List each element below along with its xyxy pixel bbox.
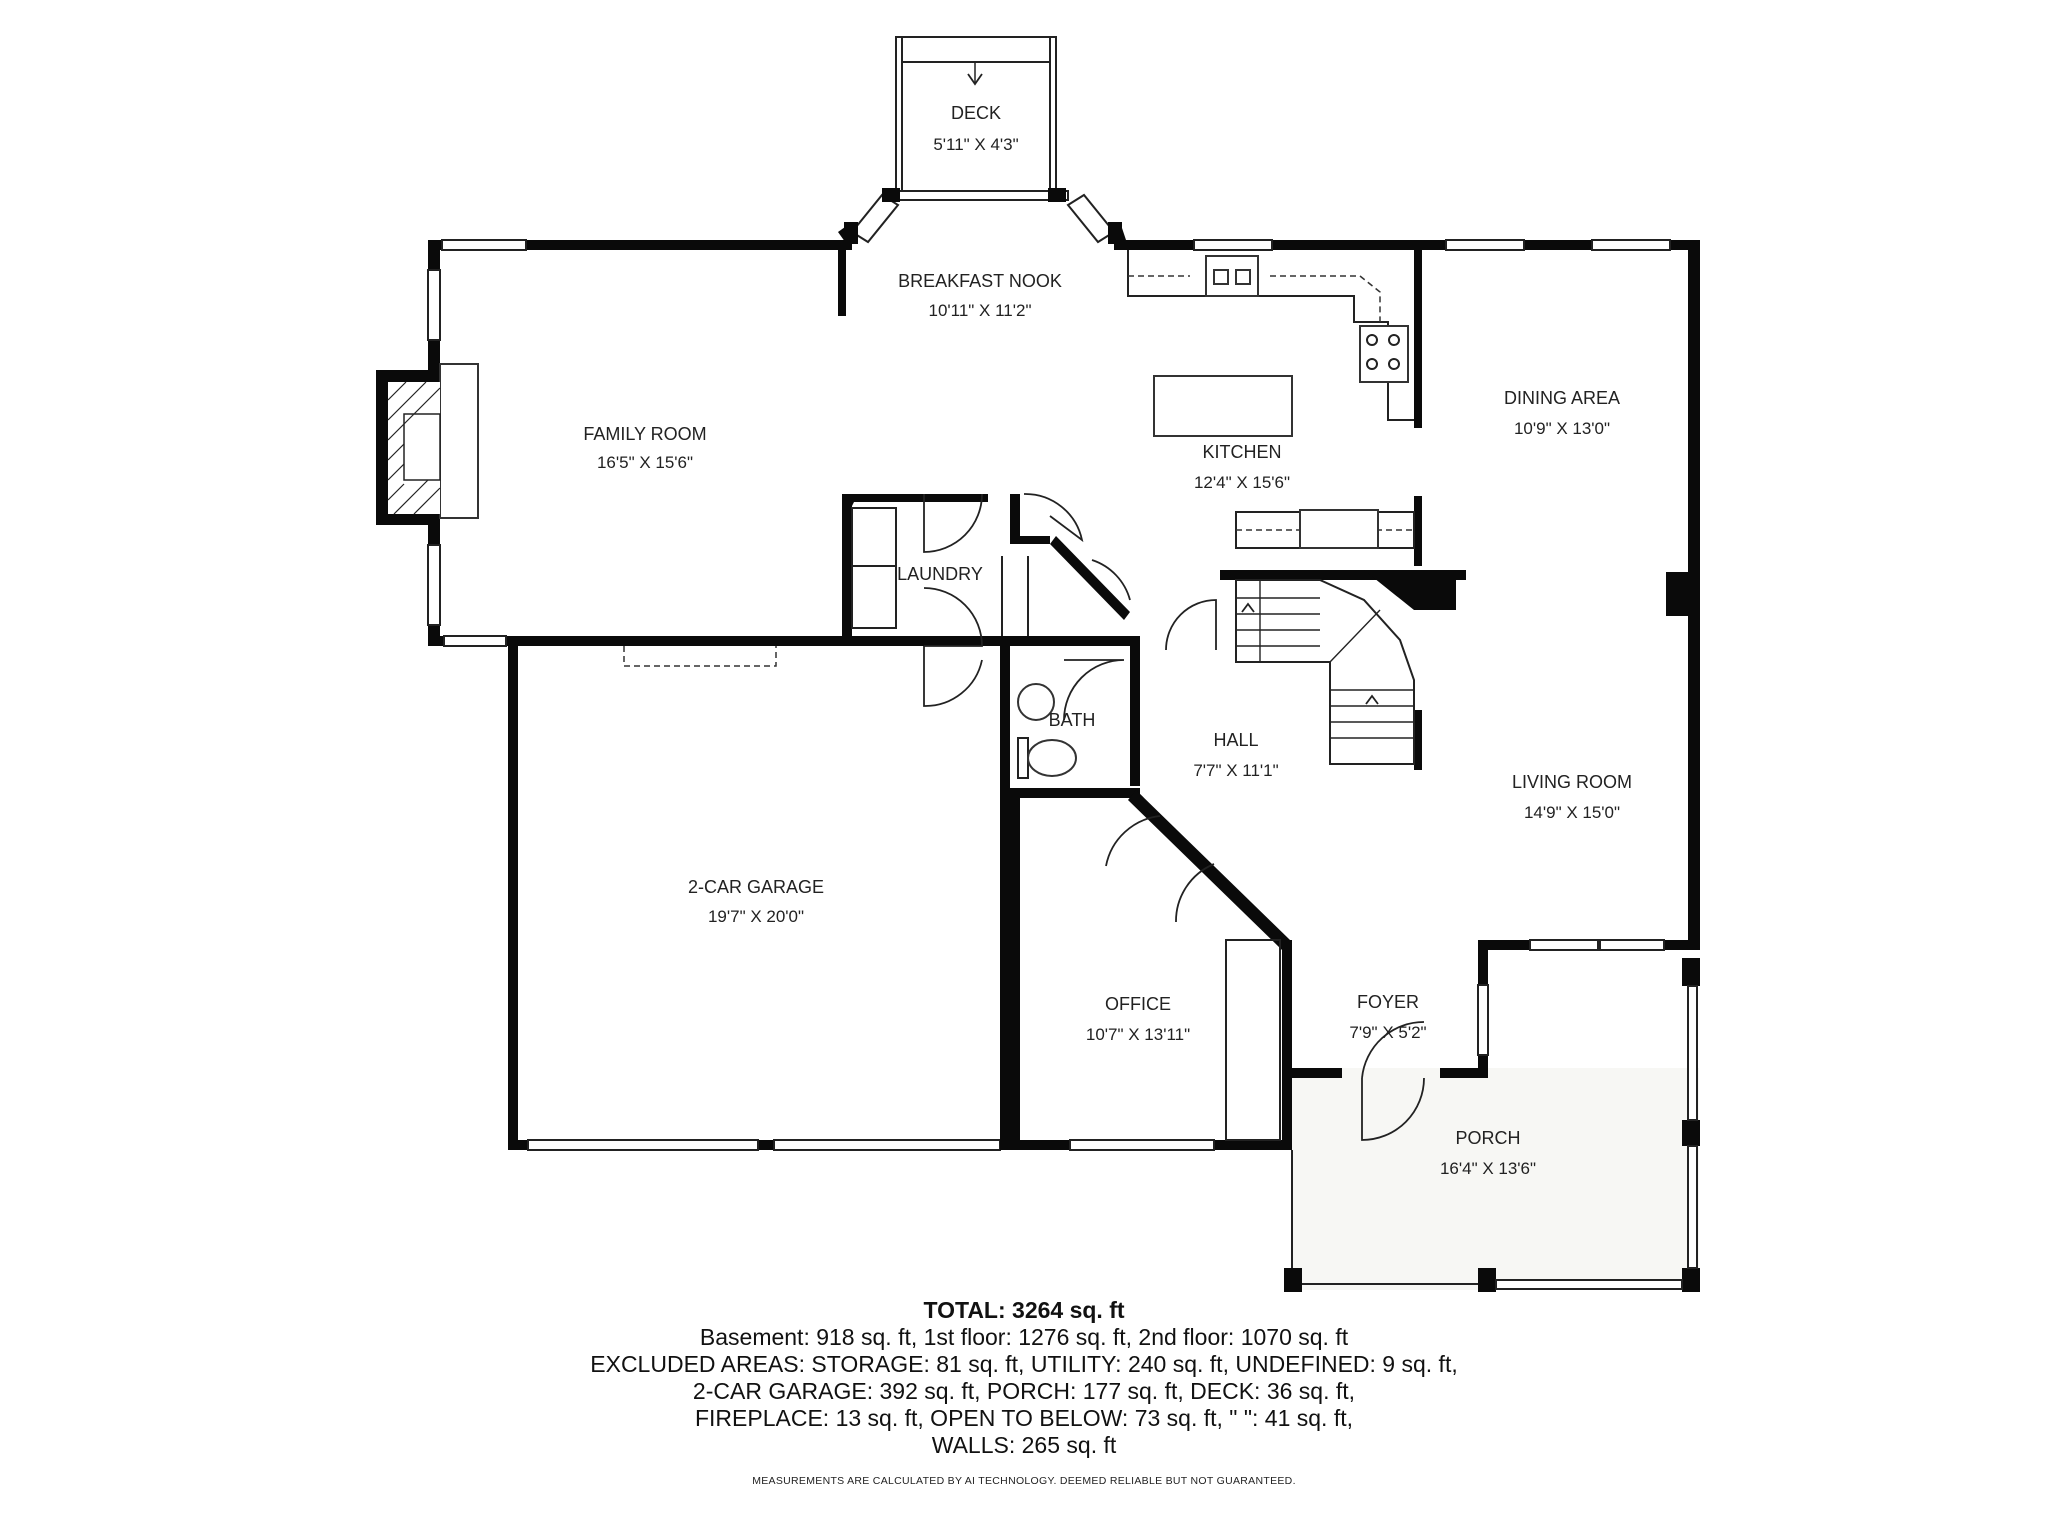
family-room-dims: 16'5" X 15'6" <box>597 453 693 472</box>
doors <box>923 493 1425 1141</box>
walls <box>376 239 1700 1151</box>
laundry-fixtures <box>851 507 1029 636</box>
office-name: OFFICE <box>1105 994 1171 1014</box>
kitchen-name: KITCHEN <box>1202 442 1281 462</box>
bay-window <box>838 188 1128 250</box>
garage-shelf <box>623 646 777 667</box>
living-room-dims: 14'9" X 15'0" <box>1524 803 1620 822</box>
floor-plan: DECK 5'11" X 4'3" BREAKFAST NOOK 10'11" … <box>376 36 1700 1292</box>
garage-dims: 19'7" X 20'0" <box>708 907 804 926</box>
breakfast-nook-dims: 10'11" X 11'2" <box>928 301 1031 320</box>
hall-name: HALL <box>1213 730 1258 750</box>
summary-line-1: Basement: 918 sq. ft, 1st floor: 1276 sq… <box>699 1324 1349 1350</box>
dining-area-name: DINING AREA <box>1504 388 1620 408</box>
family-room-name: FAMILY ROOM <box>583 424 706 444</box>
summary-line-2: EXCLUDED AREAS: STORAGE: 81 sq. ft, UTIL… <box>590 1351 1458 1377</box>
bath-fixtures <box>1017 683 1077 779</box>
deck-name: DECK <box>951 103 1001 123</box>
stairs <box>1220 570 1466 765</box>
porch-name: PORCH <box>1455 1128 1520 1148</box>
office-dims: 10'7" X 13'11" <box>1086 1025 1190 1044</box>
kitchen-dims: 12'4" X 15'6" <box>1194 473 1290 492</box>
foyer-name: FOYER <box>1357 992 1419 1012</box>
porch-posts <box>1284 958 1700 1292</box>
porch-floor <box>1292 1068 1699 1290</box>
breakfast-nook-name: BREAKFAST NOOK <box>898 271 1062 291</box>
dining-area-dims: 10'9" X 13'0" <box>1514 419 1610 438</box>
laundry-name: LAUNDRY <box>897 564 983 584</box>
foyer-dims: 7'9" X 5'2" <box>1349 1023 1426 1042</box>
office-closet <box>1225 939 1281 1141</box>
summary-line-4: FIREPLACE: 13 sq. ft, OPEN TO BELOW: 73 … <box>694 1405 1354 1431</box>
deck-dims: 5'11" X 4'3" <box>933 135 1018 154</box>
living-room-name: LIVING ROOM <box>1512 772 1632 792</box>
hall-dims: 7'7" X 11'1" <box>1193 761 1278 780</box>
garage-name: 2-CAR GARAGE <box>688 877 824 897</box>
bath-name: BATH <box>1049 710 1096 730</box>
disclaimer: MEASUREMENTS ARE CALCULATED BY AI TECHNO… <box>752 1475 1296 1487</box>
area-summary: TOTAL: 3264 sq. ft Basement: 918 sq. ft,… <box>0 1296 2048 1487</box>
room-labels: DECK 5'11" X 4'3" BREAKFAST NOOK 10'11" … <box>583 103 1632 1178</box>
porch-dims: 16'4" X 13'6" <box>1440 1159 1536 1178</box>
summary-line-5: WALLS: 265 sq. ft <box>931 1432 1117 1458</box>
total-area: TOTAL: 3264 sq. ft <box>923 1297 1125 1323</box>
summary-line-3: 2-CAR GARAGE: 392 sq. ft, PORCH: 177 sq.… <box>692 1378 1356 1404</box>
kitchen-counters <box>1127 250 1415 549</box>
